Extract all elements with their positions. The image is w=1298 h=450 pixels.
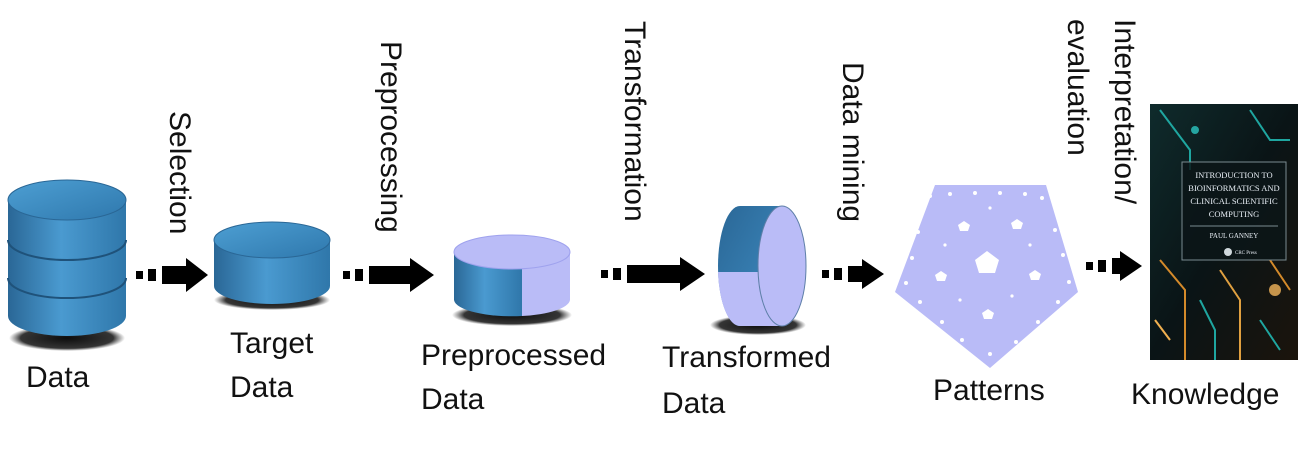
knowledge-book-cover-icon: INTRODUCTION TO BIOINFORMATICS AND CLINI… [1150, 104, 1298, 360]
book-publisher: CRC Press [1235, 251, 1257, 256]
step-preprocessing: Preprocessing [374, 41, 407, 233]
arrow-data-mining [822, 259, 884, 289]
book-title-line-2: BIOINFORMATICS AND [1188, 183, 1279, 193]
book-title-line-3: CLINICAL SCIENTIFIC [1190, 196, 1278, 206]
label-preprocessed-data-line-1: Preprocessed [421, 339, 607, 372]
step-interpretation-line-1: Interpretation/ [1108, 19, 1141, 205]
target-data-cylinder-icon [213, 221, 331, 310]
step-transformation: Transformation [618, 21, 651, 222]
preprocessed-data-cylinder-icon [452, 234, 572, 326]
arrow-interpretation [1086, 251, 1142, 281]
arrow-transformation [601, 257, 705, 291]
label-transformed-data-line-2: Data [662, 387, 726, 420]
book-title-line-4: COMPUTING [1209, 209, 1260, 219]
step-data-mining: Data mining [836, 62, 869, 223]
label-data: Data [26, 361, 90, 394]
label-transformed-data-line-1: Transformed [662, 341, 831, 374]
label-knowledge: Knowledge [1131, 378, 1280, 411]
label-target-data-line-1: Target [230, 327, 314, 360]
arrow-selection [136, 258, 208, 292]
step-interpretation-line-2: evaluation [1061, 19, 1094, 156]
label-patterns: Patterns [933, 374, 1045, 407]
transformed-data-disk-icon [710, 205, 807, 335]
book-title-line-1: INTRODUCTION TO [1195, 170, 1272, 180]
label-target-data-line-2: Data [230, 371, 294, 404]
step-selection: Selection [163, 111, 196, 235]
book-author: PAUL GANNEY [1210, 232, 1259, 240]
arrow-preprocessing [343, 258, 434, 292]
patterns-pentagon-icon [895, 185, 1078, 368]
database-icon [7, 179, 127, 351]
label-preprocessed-data-line-2: Data [421, 383, 485, 416]
